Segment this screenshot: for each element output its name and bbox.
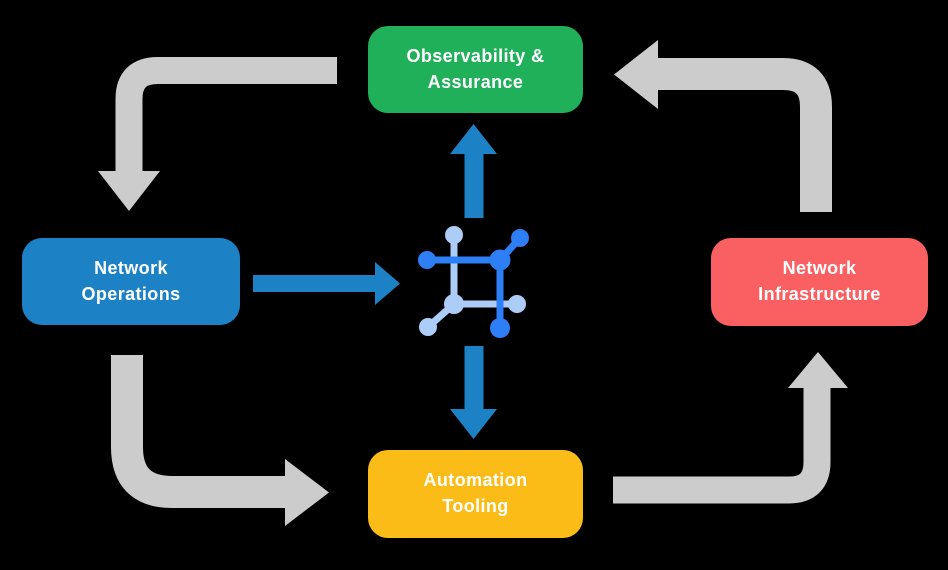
arrowhead-left-icon [614,40,658,109]
node-label-line2: Assurance [427,71,524,92]
arrowhead-right-icon [375,262,400,305]
node-label-line1: Network [94,257,168,278]
node-network-operations: Network Operations [22,238,240,325]
arrow-infrastructure-to-observability [614,40,832,212]
node-network-infrastructure: Network Infrastructure [711,238,928,326]
arrow-shaft [115,57,337,173]
node-label-line1: Observability & [406,45,545,66]
node-automation-tooling: Automation Tooling [368,450,583,538]
arrowhead-up-icon [788,352,848,388]
arrowhead-down-icon [450,409,497,439]
arrowhead-right-icon [285,459,329,526]
network-node-icon [418,226,529,338]
arrow-icon-to-automation [450,346,497,439]
arrow-shaft [111,355,287,508]
arrow-shaft [656,58,832,212]
arrow-automation-to-infrastructure [613,352,848,504]
node-label-line1: Automation [423,470,528,491]
icon-light-lines [424,231,521,331]
arrowhead-up-icon [450,124,497,154]
node-observability-assurance: Observability & Assurance [368,26,583,113]
node-label-line2: Infrastructure [758,284,881,304]
arrow-observability-to-operations [98,57,337,211]
arrowhead-down-icon [98,171,160,211]
arrow-operations-to-icon [253,262,400,305]
icon-light-dots [419,226,526,336]
node-label-line1: Network [782,258,857,279]
node-label-line2: Operations [81,283,181,304]
node-label-line2: Tooling [442,496,509,516]
icon-dark-dots [418,229,529,338]
arrow-shaft [613,387,831,504]
arrow-icon-to-observability [450,124,497,218]
arrow-operations-to-automation [111,355,329,526]
